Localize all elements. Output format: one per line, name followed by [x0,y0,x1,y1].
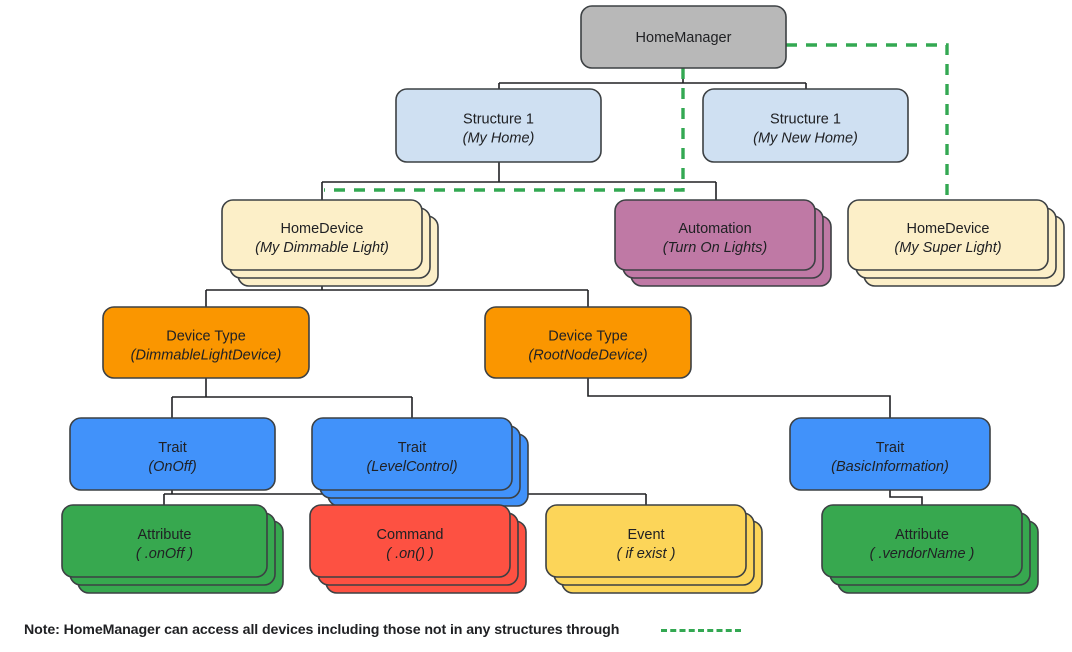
node-homedevice-my-super-light[interactable]: HomeDevice(My Super Light) [847,199,1065,287]
dashed-green-line-legend-icon [661,628,742,632]
edge-myhome-to-children [321,162,717,200]
node-devicetype-dimmablelightdevice[interactable]: Device Type(DimmableLightDevice) [102,306,310,379]
green-hm-to-super-light [786,43,949,200]
node-trait-onoff[interactable]: Trait(OnOff) [69,417,276,491]
node-box[interactable] [69,417,276,491]
node-home-manager[interactable]: HomeManager [580,5,787,69]
node-attribute-vendorname[interactable]: Attribute( .vendorName ) [821,504,1039,594]
node-label: Structure 1(My New Home) [753,112,858,147]
node-attribute-onoff[interactable]: Attribute( .onOff ) [61,504,284,594]
node-structure-my-new-home[interactable]: Structure 1(My New Home) [702,88,909,163]
node-automation-turn-on-lights[interactable]: Automation(Turn On Lights) [614,199,832,287]
node-box[interactable] [545,504,747,578]
node-event-if-exist[interactable]: Event( if exist ) [545,504,763,594]
node-label: Event( if exist ) [617,527,676,562]
note-text: Note: HomeManager can access all devices… [24,622,620,638]
node-label: HomeDevice(My Super Light) [894,221,1001,256]
node-box[interactable] [789,417,991,491]
node-structure-my-home[interactable]: Structure 1(My Home) [395,88,602,163]
edge-hm-to-structures [498,68,807,89]
node-trait-levelcontrol[interactable]: Trait(LevelControl) [311,417,529,507]
node-box[interactable] [102,306,310,379]
node-box[interactable] [847,199,1049,271]
edge-dimmabledevicetype-to-traits [171,378,413,418]
node-label: Device Type(RootNodeDevice) [528,329,647,364]
node-box[interactable] [61,504,268,578]
green-hm-to-dimmable-device [324,68,685,192]
node-label: Automation(Turn On Lights) [663,221,768,256]
node-box[interactable] [311,417,513,491]
node-box[interactable] [221,199,423,271]
node-box[interactable] [614,199,816,271]
node-command-on[interactable]: Command( .on() ) [309,504,527,594]
node-label: Attribute( .onOff ) [136,527,193,562]
edge-rootnode-to-basicinformation [587,378,891,418]
node-box[interactable] [309,504,511,578]
node-homedevice-my-dimmable-light[interactable]: HomeDevice(My Dimmable Light) [221,199,439,287]
node-box[interactable] [580,5,787,69]
node-label: HomeManager [636,30,732,46]
node-devicetype-rootnodedevice[interactable]: Device Type(RootNodeDevice) [484,306,692,379]
node-box[interactable] [484,306,692,379]
node-label: Trait(OnOff) [148,440,196,475]
node-box[interactable] [702,88,909,163]
node-trait-basicinformation[interactable]: Trait(BasicInformation) [789,417,991,491]
dashed-access-edges [324,43,949,200]
node-label: Structure 1(My Home) [463,112,535,147]
note-row: Note: HomeManager can access all devices… [0,608,1072,652]
node-label: Trait(LevelControl) [366,440,457,475]
node-box[interactable] [395,88,602,163]
edge-basicinformation-to-attribute [889,490,923,505]
node-box[interactable] [821,504,1023,578]
node-label: HomeDevice(My Dimmable Light) [255,221,389,256]
node-label: Attribute( .vendorName ) [870,527,975,562]
node-label: Device Type(DimmableLightDevice) [131,329,282,364]
node-label: Command( .on() ) [377,527,444,562]
node-label: Trait(BasicInformation) [831,440,949,475]
